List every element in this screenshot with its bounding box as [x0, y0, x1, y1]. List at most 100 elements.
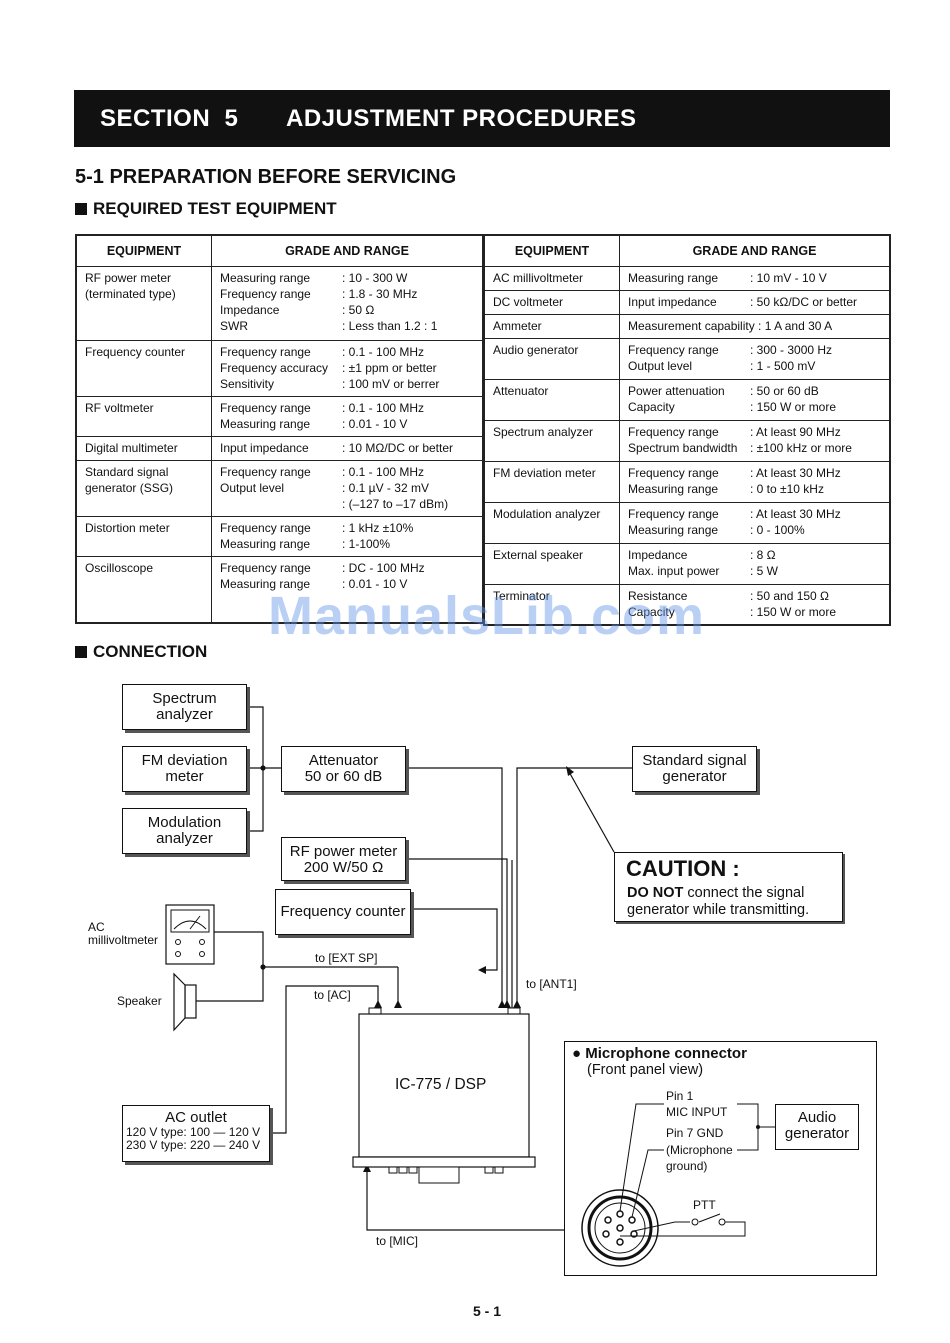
spec-value: : At least 30 MHz	[750, 466, 841, 480]
ac-millivoltmeter-label: AC millivoltmeter	[88, 920, 159, 947]
spec-key: Resistance	[628, 589, 688, 603]
spec-key: Frequency accuracy	[220, 361, 329, 375]
fm-deviation-meter-box: FM deviation meter	[122, 746, 247, 792]
spec-value: : 0 to ±10 kHz	[750, 482, 824, 496]
caution-text-2: generator while transmitting.	[627, 902, 810, 918]
spec-value: : 1 - 500 mV	[750, 359, 816, 373]
spec-value: : ±1 ppm or better	[342, 361, 437, 375]
ac-outlet-line1: 120 V type: 100 — 120 V	[126, 1125, 261, 1139]
spec-value: : 1-100%	[342, 537, 391, 551]
standard-signal-generator-box: Standard signal generator	[632, 746, 757, 792]
spec-key: Input impedance	[628, 295, 717, 309]
frequency-counter-box: Frequency counter	[275, 889, 411, 935]
equipment-name: Digital multimeter	[75, 436, 212, 461]
spec-value: : 8 Ω	[750, 548, 776, 562]
equipment-name: Oscilloscope	[75, 556, 212, 623]
spec-key: Frequency range	[628, 343, 719, 357]
equipment-name: External speaker	[483, 543, 620, 585]
radio-transceiver	[352, 1007, 536, 1184]
spec-key: Measuring range	[220, 537, 311, 551]
radio-label: IC-775 / DSP	[395, 1076, 487, 1093]
spec-key: Measuring range	[628, 523, 719, 537]
ptt-label: PTT	[693, 1198, 716, 1212]
rf-power-meter-box: RF power meter 200 W/50 Ω	[281, 837, 406, 881]
spec-value: : 50 kΩ/DC or better	[750, 295, 858, 309]
equipment-name: DC voltmeter	[483, 290, 620, 315]
spectrum-analyzer-label: Spectrum analyzer	[152, 690, 217, 723]
spec-key: Frequency range	[220, 401, 311, 415]
section-title: ADJUSTMENT PROCEDURES	[286, 105, 637, 132]
spec-key: Output level	[220, 481, 285, 495]
spec-value: : 1 kHz ±10%	[342, 521, 414, 535]
equipment-name: RF power meter (terminated type)	[75, 266, 212, 341]
spec-value: : 5 W	[750, 564, 779, 578]
equipment-spec: Measuring range: 10 mV - 10 V	[619, 266, 891, 291]
spec-key: Sensitivity	[220, 377, 275, 391]
page-number: 5 - 1	[473, 1303, 502, 1319]
spec-value: : 10 mV - 10 V	[750, 271, 827, 285]
equipment-name: Distortion meter	[75, 516, 212, 557]
spec-value: : 0 - 100%	[750, 523, 805, 537]
table-row: Standard signal generator (SSG)Frequency…	[75, 460, 484, 517]
spec-key: Measuring range	[628, 482, 719, 496]
spec-value: : 10 - 300 W	[342, 271, 408, 285]
connection-subheading-text: CONNECTION	[93, 642, 208, 661]
to-ext-sp-label: to [EXT SP]	[315, 951, 378, 965]
standard-signal-generator-label: Standard signal generator	[642, 752, 747, 785]
mic-title-text: Microphone connector	[585, 1045, 747, 1062]
spec-key: Capacity	[628, 605, 675, 619]
equipment-name: Terminator	[483, 584, 620, 626]
connection-subheading: CONNECTION	[75, 642, 207, 662]
ac-outlet-title: AC outlet	[165, 1109, 227, 1126]
spec-key: Frequency range	[628, 466, 719, 480]
spec-value: : 50 Ω	[342, 303, 375, 317]
spec-value: : At least 90 MHz	[750, 425, 841, 439]
equipment-name: Standard signal generator (SSG)	[75, 460, 212, 517]
equipment-spec: Measurement capability : 1 A and 30 A	[619, 314, 891, 339]
table-header-equipment: EQUIPMENT	[483, 234, 620, 267]
equipment-spec: Input impedance : 50 kΩ/DC or better	[619, 290, 891, 315]
audio-generator-box: Audio generator	[775, 1104, 859, 1150]
spec-value: : (–127 to –17 dBm)	[342, 497, 449, 511]
audio-generator-label: Audio generator	[784, 1109, 850, 1142]
speaker-label: Speaker	[117, 994, 162, 1008]
caution-title: CAUTION :	[626, 856, 740, 881]
spec-key: Impedance	[628, 548, 688, 562]
mic-ground-label-1: (Microphone	[666, 1143, 733, 1157]
section-number: SECTION 5	[100, 105, 239, 132]
equipment-spec: Frequency range: 1 kHz ±10%Measuring ran…	[211, 516, 484, 557]
spec-value: : 1.8 - 30 MHz	[342, 287, 418, 301]
spec-value: : 0.1 - 100 MHz	[342, 465, 425, 479]
equipment-name: Modulation analyzer	[483, 502, 620, 544]
caution-bold: DO NOT	[627, 885, 684, 901]
spec-key: Frequency range	[220, 345, 311, 359]
equipment-subheading-text: REQUIRED TEST EQUIPMENT	[93, 199, 337, 218]
spec-key: Power attenuation	[628, 384, 725, 398]
spec-key: Capacity	[628, 400, 675, 414]
frequency-counter-label: Frequency counter	[280, 903, 406, 920]
to-mic-label: to [MIC]	[376, 1234, 419, 1248]
mic-ground-label-2: ground)	[666, 1159, 708, 1173]
spec-value: : 0.1 - 100 MHz	[342, 345, 425, 359]
spec-key: Frequency range	[628, 425, 719, 439]
spec-value: : ±100 kHz or more	[750, 441, 852, 455]
rf-power-meter-label: RF power meter 200 W/50 Ω	[289, 843, 398, 876]
spec-key: SWR	[220, 319, 248, 333]
table-row: RF power meter (terminated type)Measurin…	[75, 266, 484, 341]
spec-value: : 0.01 - 10 V	[342, 417, 408, 431]
